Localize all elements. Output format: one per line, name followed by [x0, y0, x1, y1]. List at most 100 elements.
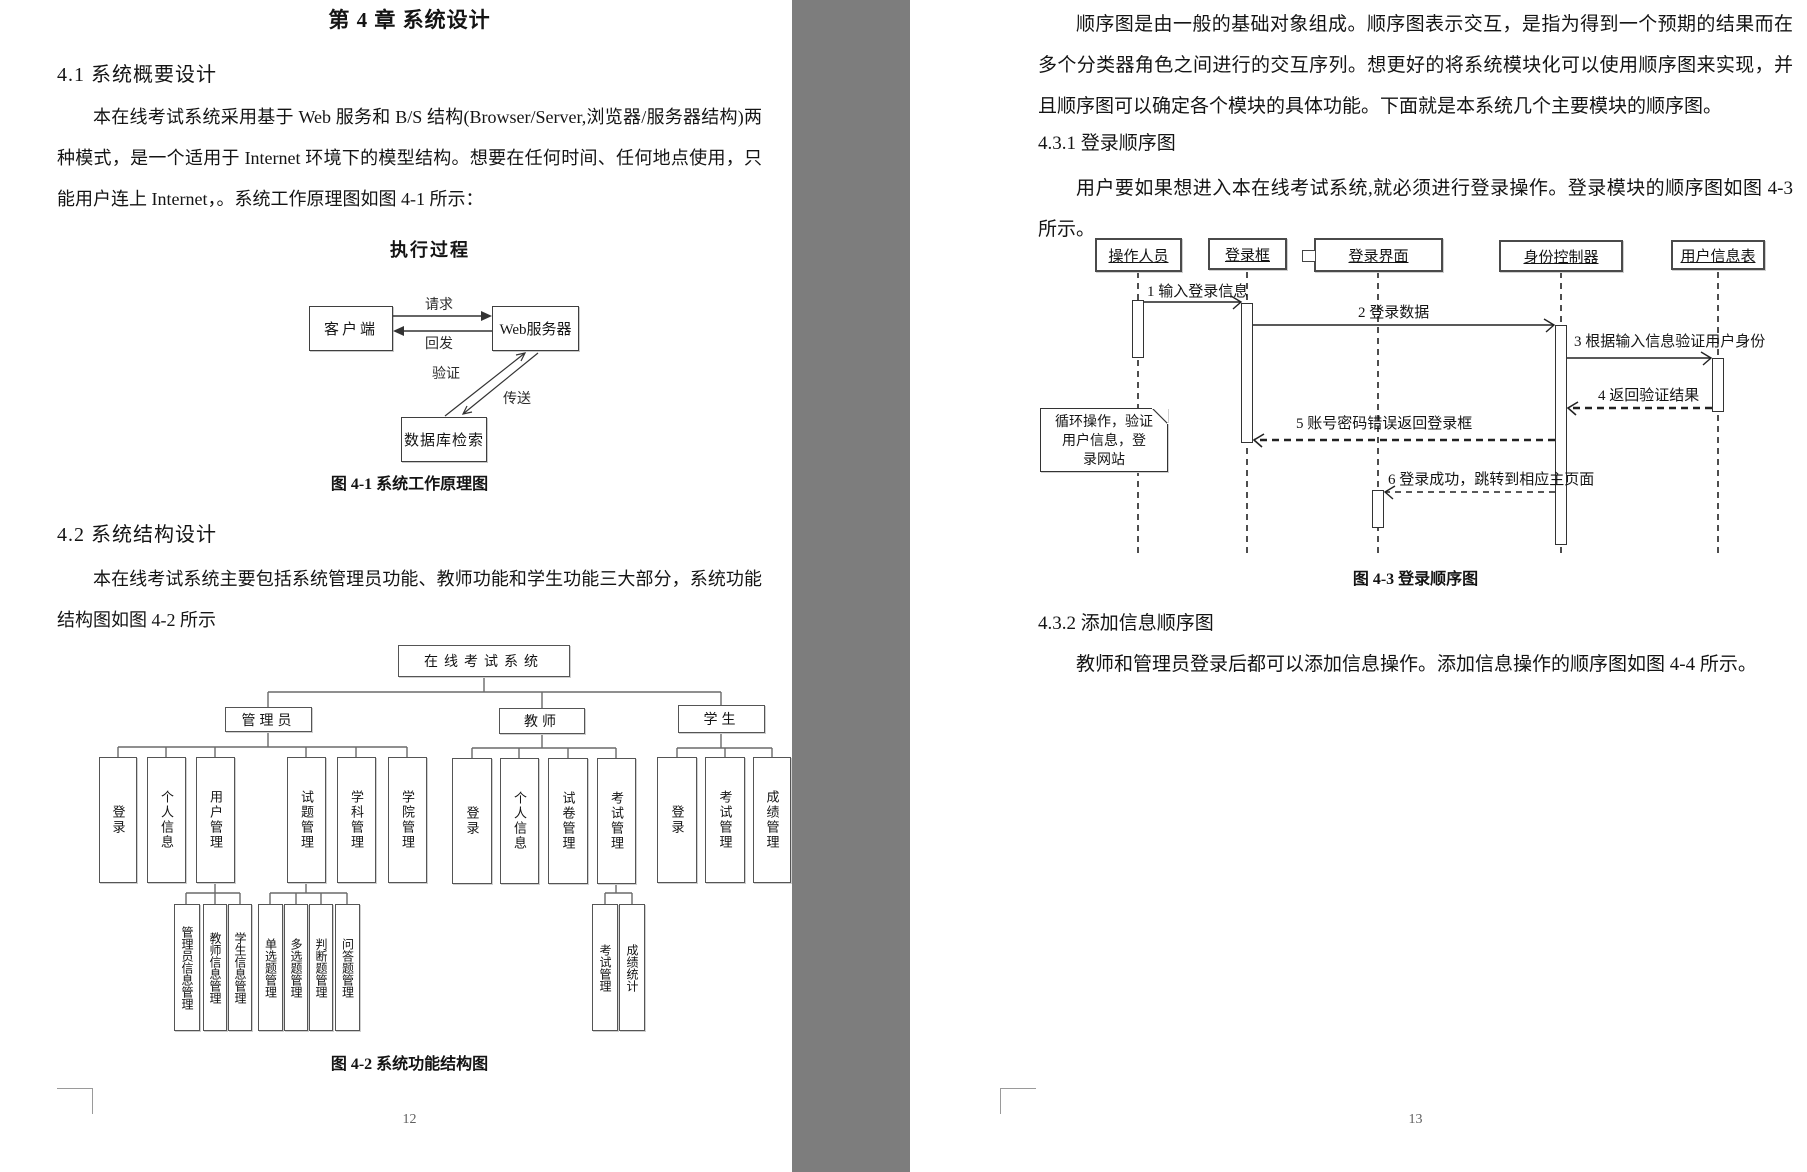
fig2-leaf-label: 个人信息 — [512, 791, 527, 851]
fig2-leaf-node: 考试管理 — [705, 757, 745, 883]
fig3-note-box: 循环操作，验证 用户信息，登 录网站 — [1040, 407, 1169, 472]
fig3-note-fold-icon — [1151, 407, 1169, 425]
paragraph-line: 种模式，是一个适用于 Internet 环境下的模型结构。想要在任何时间、任何地… — [57, 148, 762, 168]
fig2-sub-node: 判断题管理 — [309, 904, 333, 1031]
paragraph-line: 教师和管理员登录后都可以添加信息操作。添加信息操作的顺序图如图 4-4 所示。 — [1076, 654, 1757, 675]
fig2-sub-label: 成绩统计 — [625, 943, 639, 992]
fig2-leaf-node: 登录 — [452, 758, 492, 884]
fig3-activation-operator — [1132, 300, 1144, 358]
fig1-node-database: 数据库检索 — [401, 417, 487, 462]
fig2-sub-node: 考试管理 — [592, 904, 618, 1031]
section-heading-4-3-1: 4.3.1 登录顺序图 — [1038, 133, 1176, 154]
fig3-note-line: 用户信息，登 — [1062, 434, 1146, 449]
fig2-node-teacher: 教师 — [499, 708, 585, 734]
page-number-left: 12 — [402, 1112, 417, 1127]
fig3-note-line: 录网站 — [1083, 453, 1125, 468]
fig2-teacher-label: 教师 — [524, 715, 560, 730]
fig1-connector-lines — [393, 311, 539, 417]
fig2-sub-label: 多选题管理 — [289, 937, 303, 998]
fig3-message-3: 3 根据输入信息验证用户身份 — [1574, 334, 1766, 350]
fig3-lifeline-operator: 操作人员 — [1095, 238, 1182, 272]
paragraph-line: 本在线考试系统主要包括系统管理员功能、教师功能和学生功能三大部分，系统功能 — [93, 569, 762, 589]
fig3-lifeline-loginui: 登录界面 — [1314, 238, 1443, 272]
fig2-leaf-node: 个人信息 — [500, 758, 539, 884]
fig2-caption: 图 4-2 系统功能结构图 — [330, 1056, 489, 1073]
paragraph-line: 顺序图是由一般的基础对象组成。顺序图表示交互，是指为得到一个预期的结果而在 — [1076, 14, 1793, 35]
fig3-message-1: 1 输入登录信息 — [1147, 284, 1249, 300]
fig2-sub-label: 判断题管理 — [314, 937, 328, 998]
paragraph-line: 所示。 — [1038, 219, 1096, 240]
paragraph-line: 多个分类器角色之间进行的交互序列。想更好的将系统模块化可以使用顺序图来实现，并 — [1038, 55, 1793, 76]
fig2-sub-node: 单选题管理 — [258, 904, 283, 1031]
fig3-lifeline-authcontroller: 身份控制器 — [1499, 240, 1623, 272]
fig2-leaf-node: 用户管理 — [196, 757, 235, 883]
fig2-leaf-label: 学科管理 — [349, 790, 364, 850]
paragraph-line: 且顺序图可以确定各个模块的具体功能。下面就是本系统几个主要模块的顺序图。 — [1038, 96, 1723, 117]
fig2-sub-node: 学生信息管理 — [228, 904, 252, 1031]
chapter-title: 第 4 章 系统设计 — [328, 8, 491, 32]
fig1-title: 执行过程 — [390, 240, 470, 260]
document-page-left: 第 4 章 系统设计 4.1 系统概要设计 本在线考试系统采用基于 Web 服务… — [0, 0, 792, 1172]
fig2-leaf-label: 用户管理 — [208, 790, 223, 850]
fig2-leaf-label: 学院管理 — [400, 790, 415, 850]
fig2-sub-node: 教师信息管理 — [203, 904, 227, 1031]
text-boundary-mark — [1000, 1088, 1036, 1114]
paragraph-line: 用户要如果想进入本在线考试系统,就必须进行登录操作。登录模块的顺序图如图 4-3 — [1076, 178, 1793, 199]
fig2-admin-label: 管理员 — [241, 713, 296, 729]
fig2-leaf-node: 试题管理 — [287, 757, 326, 883]
section-heading-4-2: 4.2 系统结构设计 — [57, 524, 217, 546]
fig2-leaf-node: 学科管理 — [337, 757, 376, 883]
paragraph-line: 能用户连上 Internet，。系统工作原理图如图 4-1 所示： — [57, 189, 484, 209]
fig1-label-send: 传送 — [503, 392, 531, 407]
fig2-leaf-label: 成绩管理 — [764, 790, 780, 850]
fig2-student-label: 学生 — [703, 713, 740, 728]
fig3-activation-usertable — [1712, 358, 1724, 412]
fig3-message-6: 6 登录成功，跳转到相应主页面 — [1388, 472, 1595, 488]
fig1-node-webserver-label: Web服务器 — [499, 322, 572, 338]
section-heading-4-1: 4.1 系统概要设计 — [57, 64, 217, 86]
fig2-leaf-label: 登录 — [110, 805, 126, 835]
fig3-lifeline-usertable-label: 用户信息表 — [1680, 248, 1756, 265]
fig2-leaf-label: 登录 — [669, 805, 685, 835]
fig2-sub-label: 管理员信息管理 — [180, 925, 194, 1010]
fig3-lifeline-loginui-label: 登录界面 — [1348, 248, 1409, 265]
paragraph-line: 本在线考试系统采用基于 Web 服务和 B/S 结构(Browser/Serve… — [93, 107, 762, 127]
page-number-right: 13 — [1408, 1112, 1423, 1127]
fig2-sub-label: 单选题管理 — [263, 937, 278, 998]
fig2-leaf-node: 个人信息 — [147, 757, 186, 883]
fig2-leaf-label: 试题管理 — [299, 790, 314, 850]
fig2-sub-label: 教师信息管理 — [208, 931, 222, 1004]
fig2-leaf-node: 成绩管理 — [753, 757, 791, 883]
fig1-label-verify: 验证 — [432, 367, 460, 382]
fig2-leaf-node: 学院管理 — [388, 757, 427, 883]
fig2-sub-node: 问答题管理 — [335, 904, 360, 1031]
fig3-caption: 图 4-3 登录顺序图 — [1352, 571, 1479, 588]
fig2-leaf-node: 考试管理 — [597, 758, 636, 884]
fig2-sub-node: 多选题管理 — [284, 904, 308, 1031]
section-heading-4-3-2: 4.3.2 添加信息顺序图 — [1038, 613, 1214, 634]
fig2-sub-label: 考试管理 — [598, 943, 612, 992]
paragraph-line: 结构图如图 4-2 所示 — [57, 610, 216, 630]
fig2-sub-label: 学生信息管理 — [233, 931, 247, 1004]
fig2-node-admin: 管理员 — [225, 707, 312, 732]
fig3-message-2: 2 登录数据 — [1358, 305, 1430, 321]
fig2-leaf-label: 试卷管理 — [560, 791, 576, 851]
fig3-activation-loginbox — [1241, 303, 1253, 443]
fig2-leaf-node: 登录 — [99, 757, 137, 883]
fig3-message-4: 4 返回验证结果 — [1598, 388, 1700, 404]
fig3-lifeline-loginbox-label: 登录框 — [1224, 247, 1270, 264]
fig2-leaf-label: 考试管理 — [717, 790, 733, 850]
fig3-message-5: 5 账号密码错误返回登录框 — [1296, 416, 1473, 432]
fig3-lifeline-authcontroller-label: 身份控制器 — [1523, 249, 1599, 266]
fig2-leaf-node: 试卷管理 — [548, 758, 588, 884]
fig1-node-client: 客户端 — [309, 306, 393, 351]
fig3-note-line: 循环操作，验证 — [1055, 415, 1153, 430]
text-boundary-mark — [57, 1088, 93, 1114]
fig2-sub-node: 管理员信息管理 — [174, 904, 200, 1031]
fig2-sub-label: 问答题管理 — [340, 937, 355, 998]
fig2-root-node: 在线考试系统 — [398, 645, 570, 677]
fig2-leaf-node: 登录 — [657, 757, 697, 883]
document-page-right: 顺序图是由一般的基础对象组成。顺序图表示交互，是指为得到一个预期的结果而在 多个… — [910, 0, 1807, 1172]
fig3-lifeline-operator-label: 操作人员 — [1108, 248, 1169, 265]
fig1-node-database-label: 数据库检索 — [403, 433, 484, 449]
